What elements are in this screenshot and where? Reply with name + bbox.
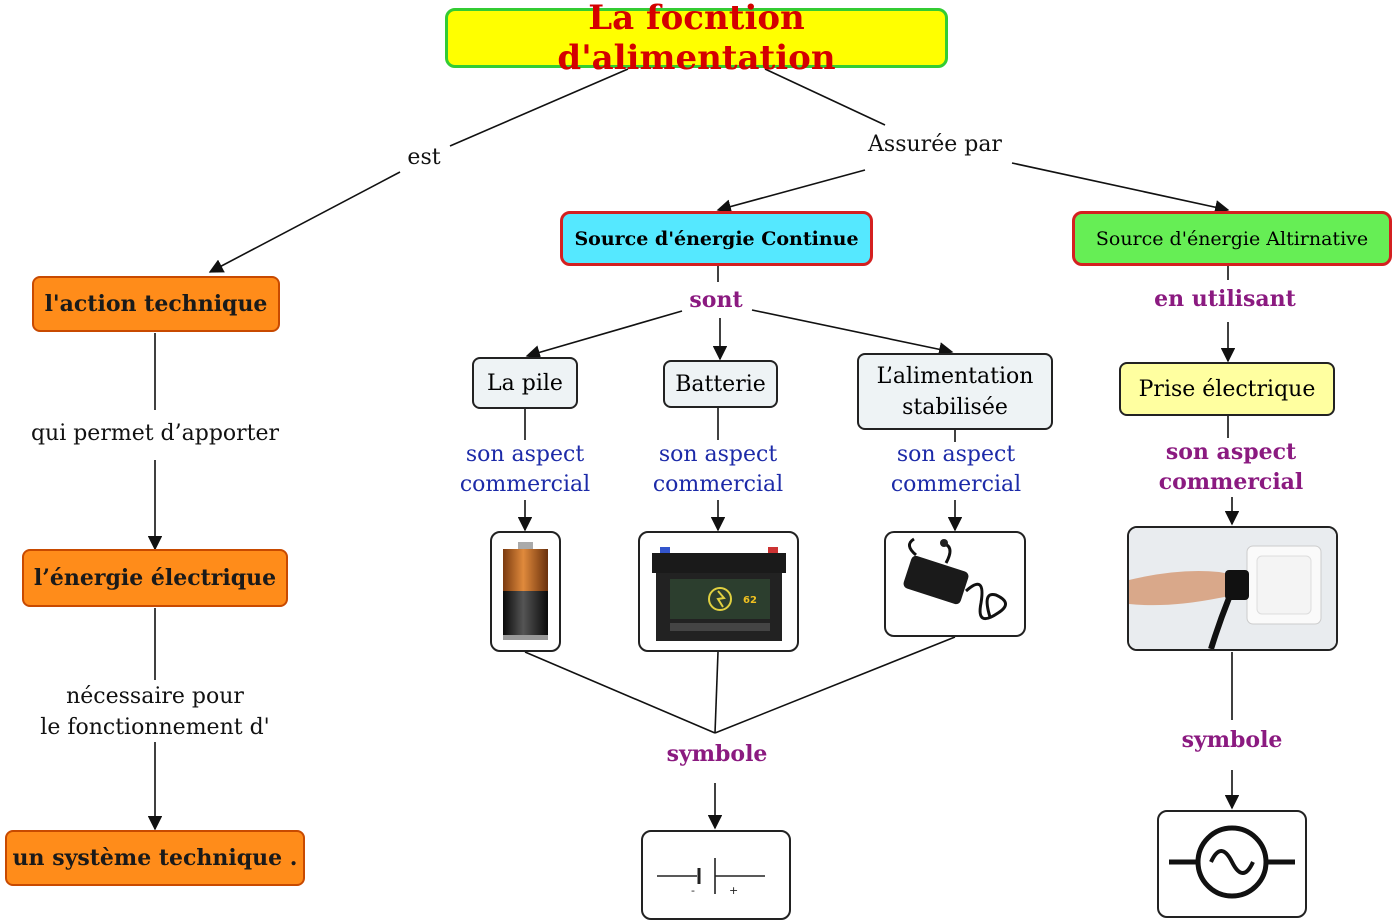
node-la-pile: La pile	[472, 357, 578, 409]
link-necessaire-line1: nécessaire pour	[66, 684, 244, 709]
link-sont: sont	[689, 287, 743, 313]
link-qui-permet: qui permet d’apporter	[30, 421, 280, 446]
aspect-line2: commercial	[652, 472, 784, 497]
node-alimentation-stabilisee: L’alimentation stabilisée	[857, 353, 1053, 430]
alimentation-line2: stabilisée	[902, 394, 1008, 420]
link-necessaire-line2: le fonctionnement d'	[40, 715, 270, 740]
link-assuree-par: Assurée par	[868, 132, 1002, 157]
aspect-line1: son aspect	[658, 442, 778, 467]
node-batterie: Batterie	[663, 360, 778, 408]
link-aspect-pile: son aspect commercial	[450, 440, 600, 500]
prise-image	[1127, 526, 1338, 651]
aspect-line2: commercial	[1158, 469, 1304, 495]
power-adapter-icon	[903, 537, 1007, 621]
alimentation-line1: L’alimentation	[876, 363, 1034, 389]
ac-symbol-box	[1157, 810, 1307, 918]
minus-sign: -	[691, 884, 695, 897]
node-source-alternative: Source d'énergie Altirnative	[1072, 211, 1392, 266]
link-est: est	[407, 145, 441, 170]
aspect-line2: commercial	[459, 472, 591, 497]
node-energie-electrique: l’énergie électrique	[22, 549, 288, 607]
wall-socket-icon	[1129, 528, 1336, 649]
batterie-image: 62	[638, 531, 799, 652]
dc-symbol-box: - +	[641, 830, 791, 920]
battery-capacity-label: 62	[743, 595, 757, 606]
ac-source-symbol-icon	[1169, 825, 1295, 899]
battery-cell-icon	[503, 542, 548, 640]
aspect-line1: son aspect	[465, 442, 585, 467]
node-systeme-technique: un système technique .	[5, 830, 305, 886]
plus-sign: +	[729, 884, 738, 897]
link-symbole-continue: symbole	[666, 741, 768, 767]
car-battery-icon: 62	[652, 547, 786, 641]
node-action-technique: l'action technique	[32, 276, 280, 332]
aspect-line1: son aspect	[896, 442, 1016, 467]
node-prise-electrique: Prise électrique	[1119, 362, 1335, 416]
link-aspect-alimentation: son aspect commercial	[878, 440, 1034, 500]
link-aspect-batterie: son aspect commercial	[640, 440, 796, 500]
alimentation-image	[884, 531, 1026, 637]
dc-source-symbol-icon: - +	[657, 858, 765, 897]
aspect-line1: son aspect	[1165, 439, 1297, 465]
link-aspect-prise: son aspect commercial	[1150, 437, 1312, 497]
pile-image	[490, 531, 561, 652]
diagram-title: La focntion d'alimentation	[445, 0, 948, 78]
link-en-utilisant: en utilisant	[1154, 286, 1296, 312]
node-source-continue: Source d'énergie Continue	[560, 211, 873, 266]
link-symbole-alternative: symbole	[1181, 727, 1283, 753]
aspect-line2: commercial	[890, 472, 1022, 497]
